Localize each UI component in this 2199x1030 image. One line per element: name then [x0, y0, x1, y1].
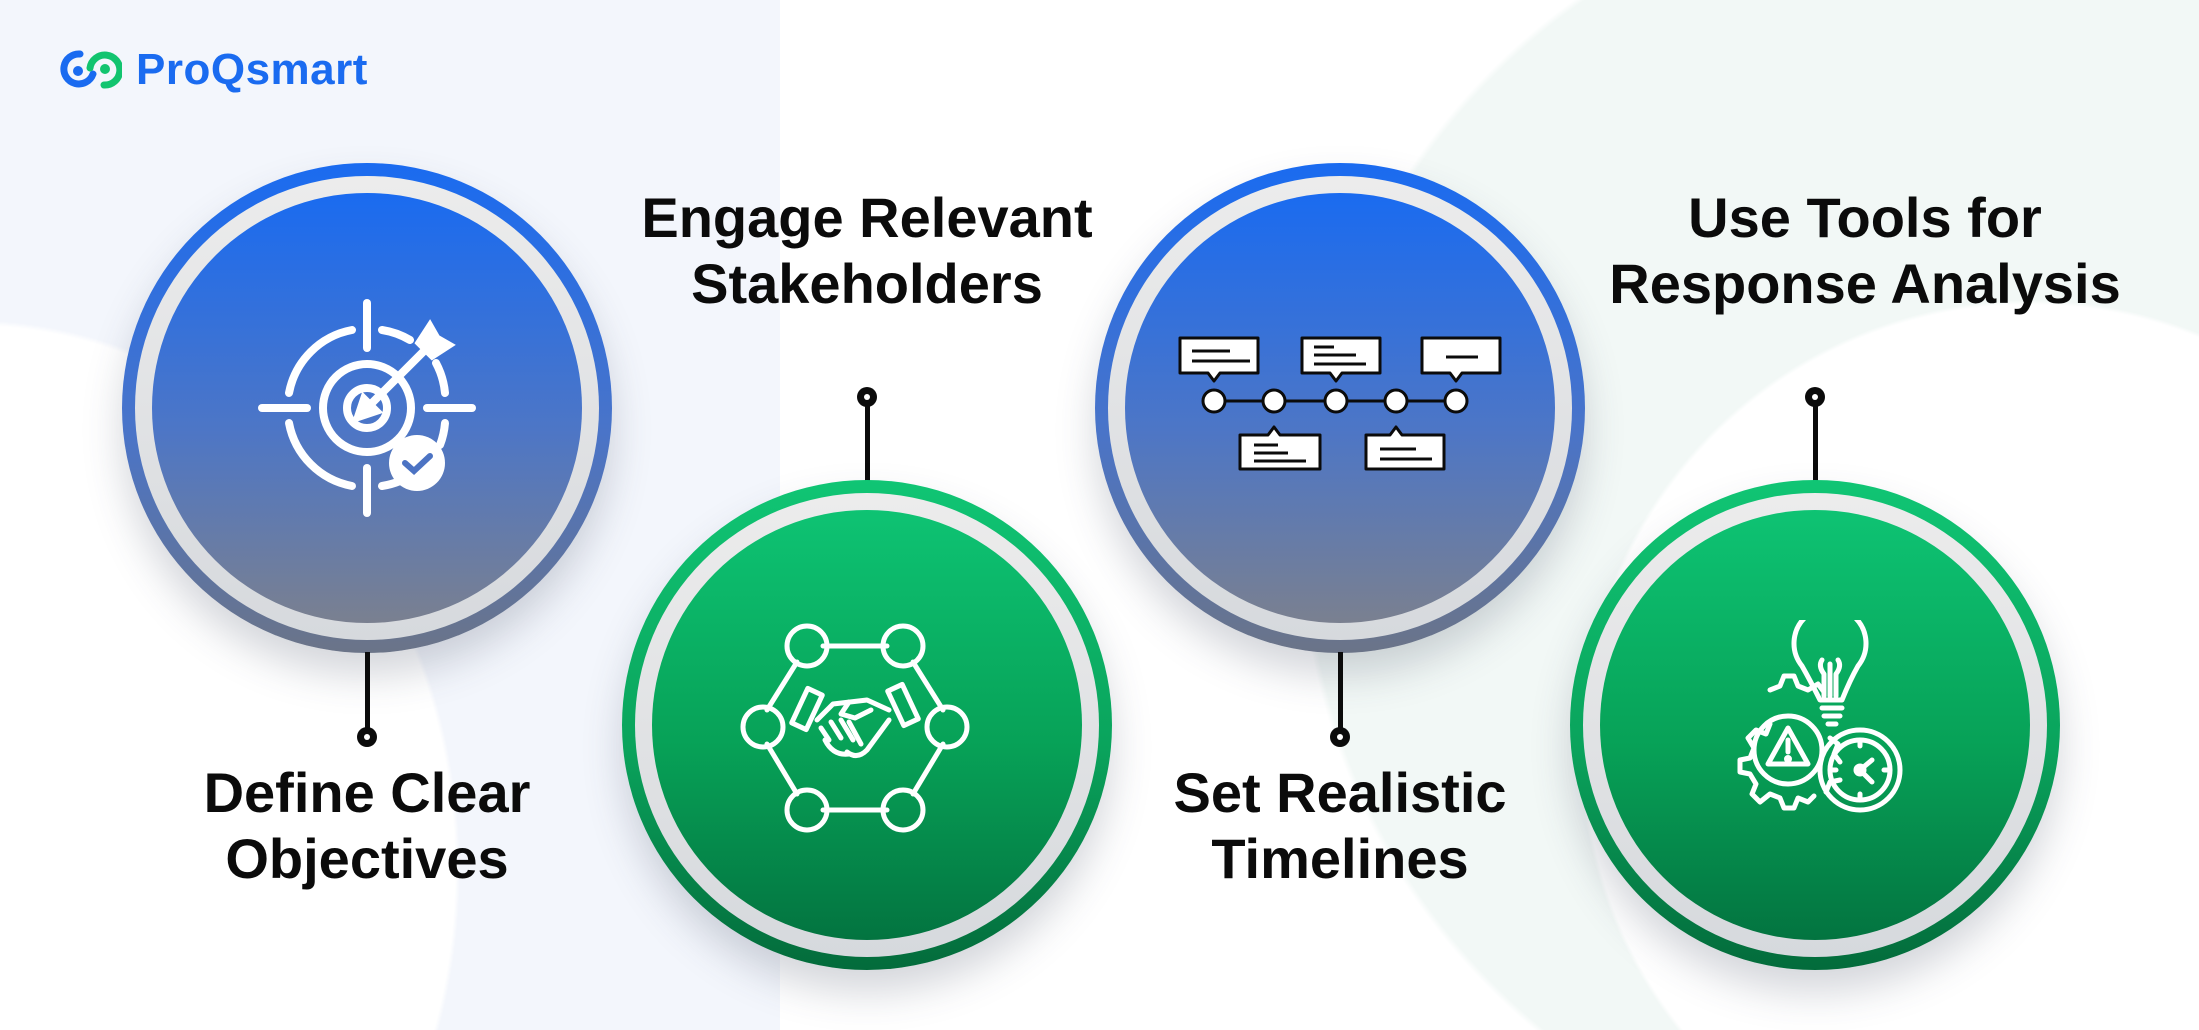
brand-name: ProQsmart	[136, 45, 368, 94]
step-3-fill	[1125, 193, 1555, 623]
step-1-connector-dot	[357, 727, 377, 747]
step-4-connector-dot	[1805, 387, 1825, 407]
step-1-fill	[152, 193, 582, 623]
step-4-title-line2: Response Analysis	[1609, 252, 2121, 315]
step-3-label: Set Realistic Timelines	[1090, 760, 1590, 892]
step-3-badge	[1095, 163, 1585, 653]
step-2-connector	[865, 400, 870, 482]
step-2-fill	[652, 510, 1082, 940]
step-4-fill	[1600, 510, 2030, 940]
step-1-connector	[365, 652, 370, 732]
step-1-badge	[122, 163, 612, 653]
step-4-title-line1: Use Tools for	[1688, 186, 2042, 249]
target-arrow-check-icon	[258, 299, 476, 517]
step-2-connector-dot	[857, 387, 877, 407]
linked-rings-logo-icon	[60, 50, 122, 89]
step-2-title-line2: Stakeholders	[691, 252, 1043, 315]
step-4-connector	[1813, 400, 1818, 482]
step-1-label: Define Clear Objectives	[117, 760, 617, 892]
step-3-title-line2: Timelines	[1211, 827, 1469, 890]
timeline-speech-bubbles-icon	[1178, 336, 1502, 471]
brand-logo: ProQsmart	[60, 45, 368, 95]
step-4-label: Use Tools for Response Analysis	[1545, 185, 2185, 317]
step-3-connector	[1338, 652, 1343, 732]
step-2-title-line1: Engage Relevant	[641, 186, 1093, 249]
step-1-title-line1: Define Clear	[203, 761, 531, 824]
step-3-title-line1: Set Realistic	[1173, 761, 1507, 824]
step-1-title-line2: Objectives	[225, 827, 509, 890]
step-4-badge	[1570, 480, 2060, 970]
step-2-label: Engage Relevant Stakeholders	[617, 185, 1117, 317]
step-2-badge	[622, 480, 1112, 970]
handshake-network-icon	[740, 623, 970, 833]
gear-bulb-clock-icon	[1737, 620, 1903, 813]
step-3-connector-dot	[1330, 727, 1350, 747]
